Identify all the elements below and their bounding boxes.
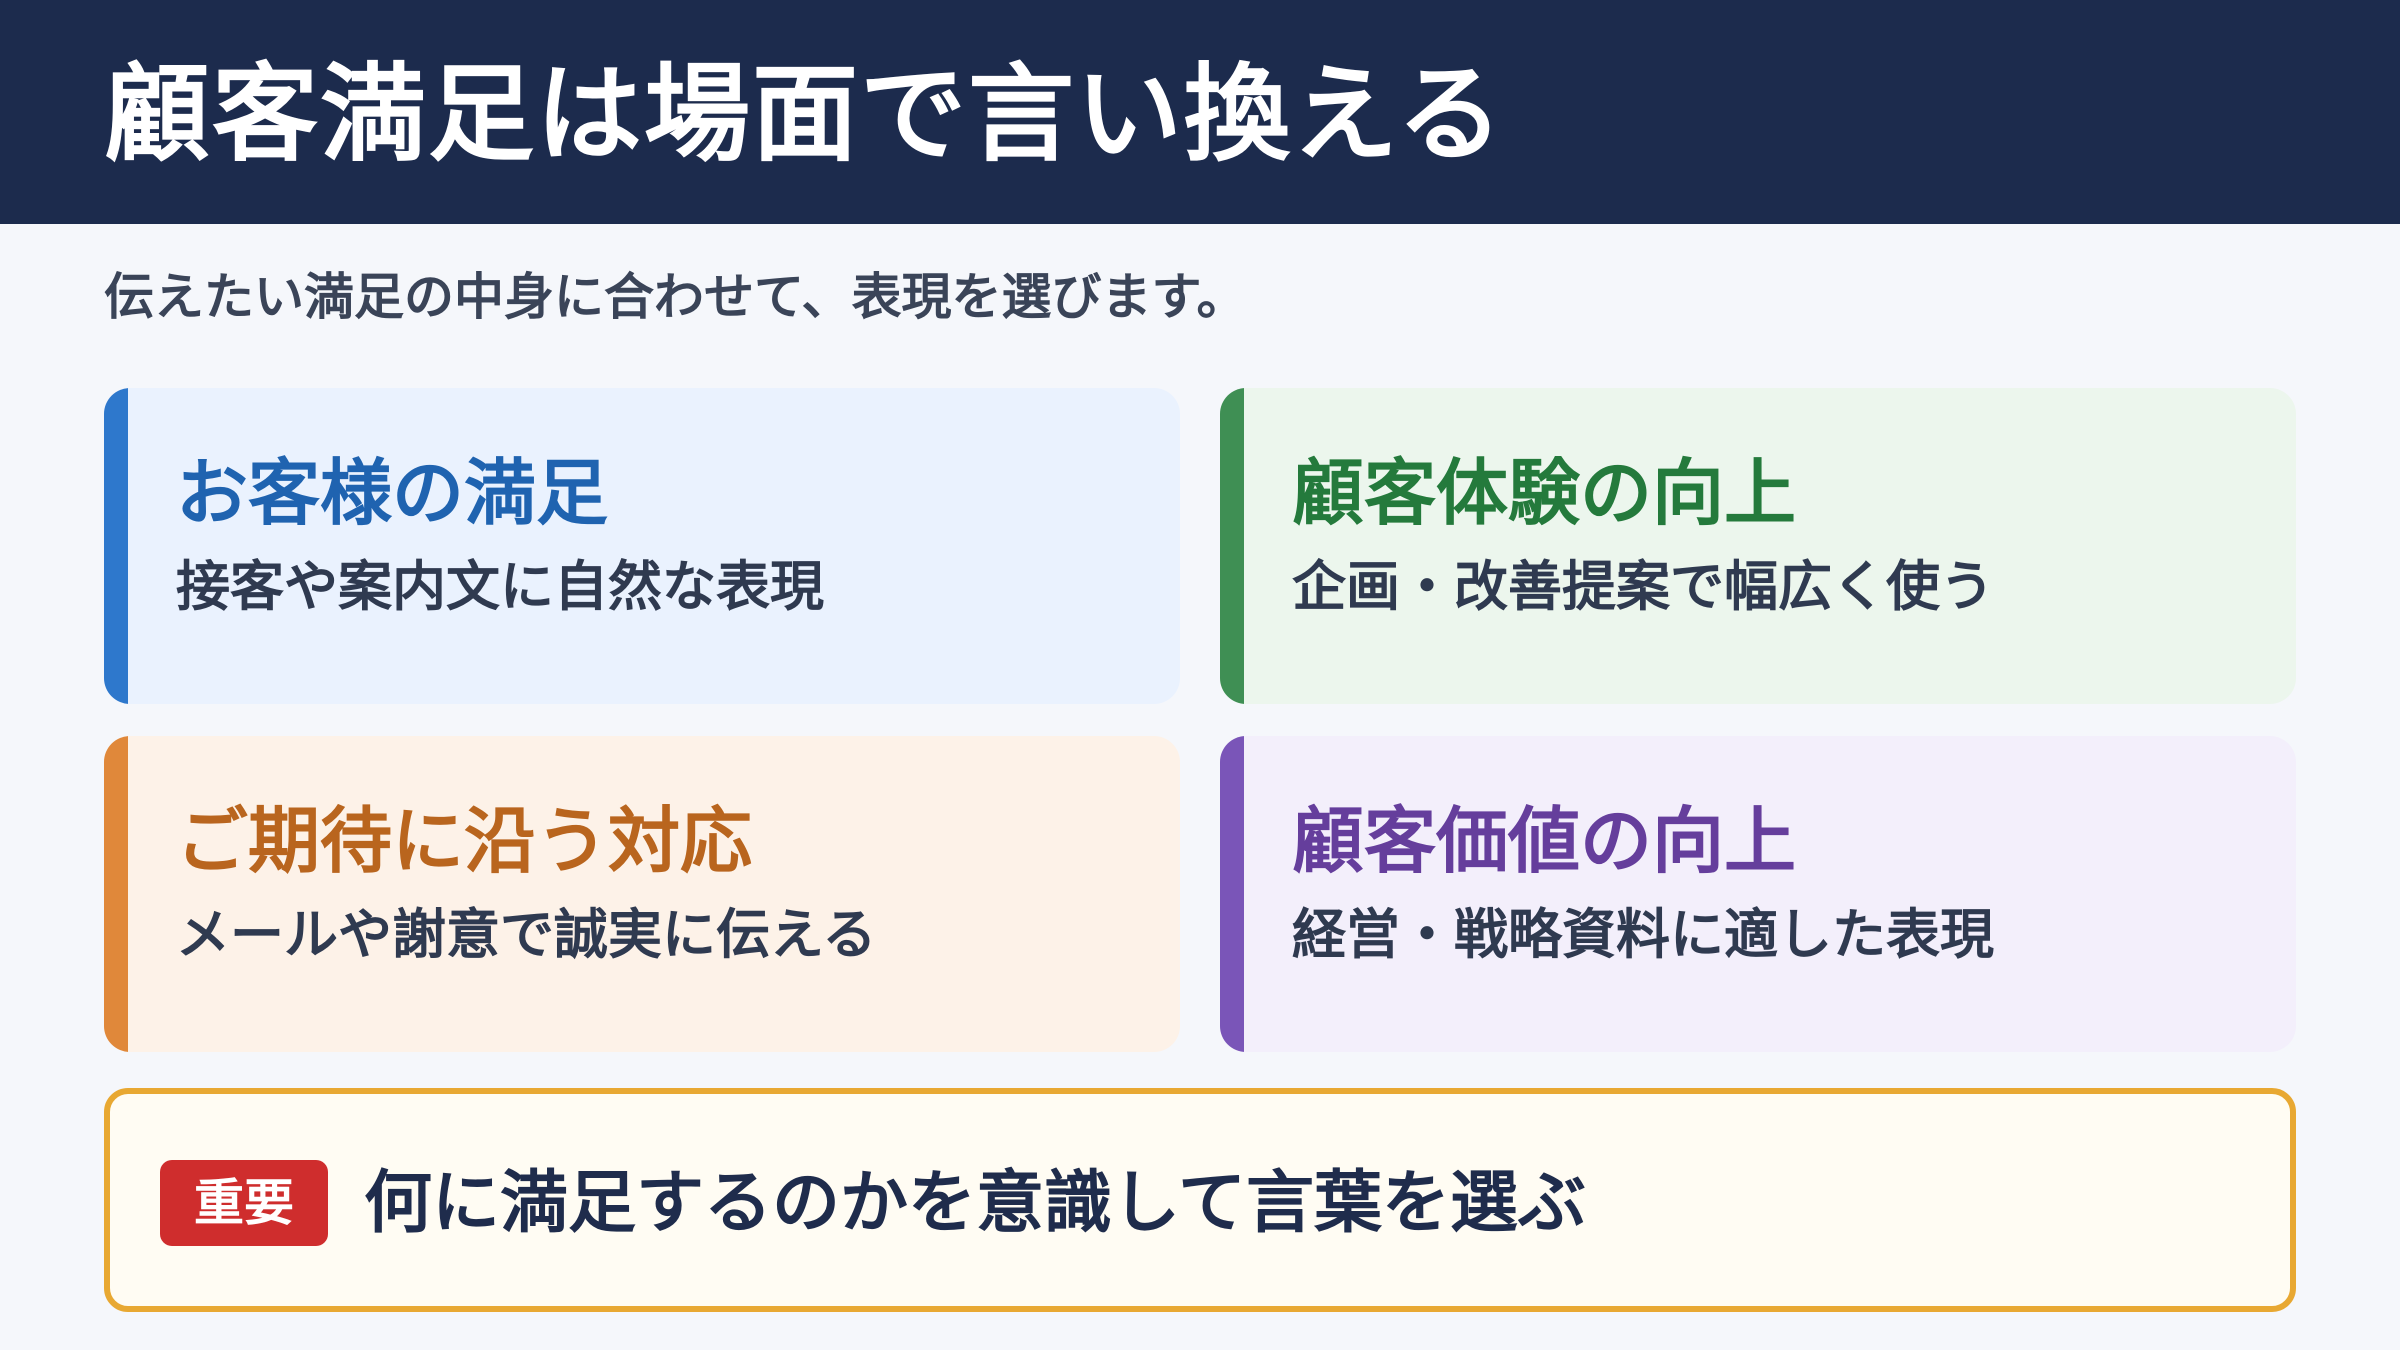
card-title: 顧客価値の向上 bbox=[1292, 799, 1797, 883]
card-title: お客様の満足 bbox=[176, 451, 609, 535]
card-description: 接客や案内文に自然な表現 bbox=[176, 555, 824, 618]
card-title: ご期待に沿う対応 bbox=[176, 799, 753, 883]
card-accent-bar bbox=[104, 388, 128, 704]
card-accent-bar bbox=[1220, 736, 1244, 1052]
important-callout: 重要 何に満足するのかを意識して言葉を選ぶ bbox=[104, 1088, 2296, 1312]
card-customer-value: 顧客価値の向上 経営・戦略資料に適した表現 bbox=[1220, 736, 2296, 1052]
card-meeting-expectations: ご期待に沿う対応 メールや謝意で誠実に伝える bbox=[104, 736, 1180, 1052]
card-description: メールや謝意で誠実に伝える bbox=[176, 903, 877, 966]
card-title: 顧客体験の向上 bbox=[1292, 451, 1797, 535]
important-badge: 重要 bbox=[160, 1160, 328, 1246]
page-title: 顧客満足は場面で言い換える bbox=[104, 53, 1505, 176]
card-description: 企画・改善提案で幅広く使う bbox=[1292, 555, 1994, 618]
header-bar: 顧客満足は場面で言い換える bbox=[0, 0, 2400, 224]
card-description: 経営・戦略資料に適した表現 bbox=[1292, 903, 1994, 966]
card-accent-bar bbox=[1220, 388, 1244, 704]
card-customer-satisfaction: お客様の満足 接客や案内文に自然な表現 bbox=[104, 388, 1180, 704]
card-accent-bar bbox=[104, 736, 128, 1052]
callout-text: 何に満足するのかを意識して言葉を選ぶ bbox=[364, 1164, 1586, 1243]
page-subtitle: 伝えたい満足の中身に合わせて、表現を選びます。 bbox=[104, 268, 1247, 326]
card-customer-experience: 顧客体験の向上 企画・改善提案で幅広く使う bbox=[1220, 388, 2296, 704]
